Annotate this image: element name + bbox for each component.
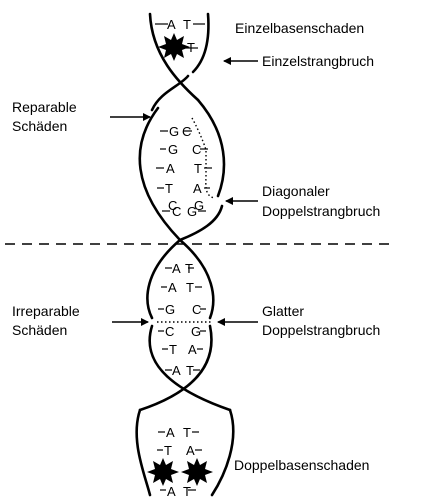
label-reparable-line1: Reparable	[12, 99, 77, 115]
label-einzelbasenschaden: Einzelbasenschaden	[235, 20, 364, 36]
annotation-labels: Einzelbasenschaden Einzelstrangbruch Rep…	[12, 20, 380, 473]
label-irreparable-line1: Irreparable	[12, 303, 80, 319]
base-rep-3-left: A	[166, 161, 175, 176]
base-bot-1-left: A	[166, 425, 175, 440]
base-top-1-left: A	[167, 17, 176, 32]
base-irr-6-left: A	[172, 363, 181, 378]
base-rep-4-right: A	[193, 181, 202, 196]
base-rep-4-left: T	[165, 181, 173, 196]
label-diagonaler-line2: Doppelstrangbruch	[262, 203, 380, 219]
base-bot-2-left: T	[164, 443, 172, 458]
base-irr-4-left: C	[165, 324, 174, 339]
label-irreparable-line2: Schäden	[12, 322, 67, 338]
label-glatter-line1: Glatter	[262, 303, 304, 319]
label-glatter-line2: Doppelstrangbruch	[262, 322, 380, 338]
base-rep-2-left: G	[168, 142, 178, 157]
base-rep-6-right: G	[187, 204, 197, 219]
base-rep-6-left: C	[172, 204, 181, 219]
base-bot-1-right: T	[183, 425, 191, 440]
base-bot-2-right: A	[186, 443, 195, 458]
top-right-strand	[152, 14, 208, 110]
label-doppelbasenschaden: Doppelbasenschaden	[234, 457, 369, 473]
base-bot-4-left: A	[167, 484, 176, 499]
base-irr-6-right: T	[186, 363, 194, 378]
label-diagonaler-line1: Diagonaler	[262, 183, 330, 199]
base-irr-4-right: G	[191, 324, 201, 339]
dna-backbones	[137, 14, 234, 495]
label-einzelstrangbruch: Einzelstrangbruch	[262, 53, 374, 69]
bottom-left-strand	[137, 410, 150, 495]
base-irr-1-right: T	[185, 261, 193, 276]
base-rep-1-left: G	[169, 124, 179, 139]
bottom-right-strand	[212, 410, 233, 495]
base-rep-1-right: C	[182, 124, 191, 139]
base-rep-2-right: C	[192, 142, 201, 157]
base-irr-2-right: T	[186, 280, 194, 295]
pointer-arrows	[110, 61, 258, 322]
base-irr-3-right: C	[192, 302, 201, 317]
base-rep-3-right: T	[194, 161, 202, 176]
base-bot-4-right: T	[183, 484, 191, 499]
base-irr-1-left: A	[172, 261, 181, 276]
base-irr-5-right: A	[188, 342, 197, 357]
double-base-damage-star-right-icon	[181, 458, 213, 486]
base-irr-3-left: G	[165, 302, 175, 317]
reparable-right-strand	[180, 100, 224, 240]
base-irr-2-left: A	[168, 280, 177, 295]
base-irr-5-left: T	[169, 342, 177, 357]
label-reparable-line2: Schäden	[12, 118, 67, 134]
double-base-damage-star-left-icon	[147, 458, 179, 486]
base-top-1-right: T	[183, 17, 191, 32]
